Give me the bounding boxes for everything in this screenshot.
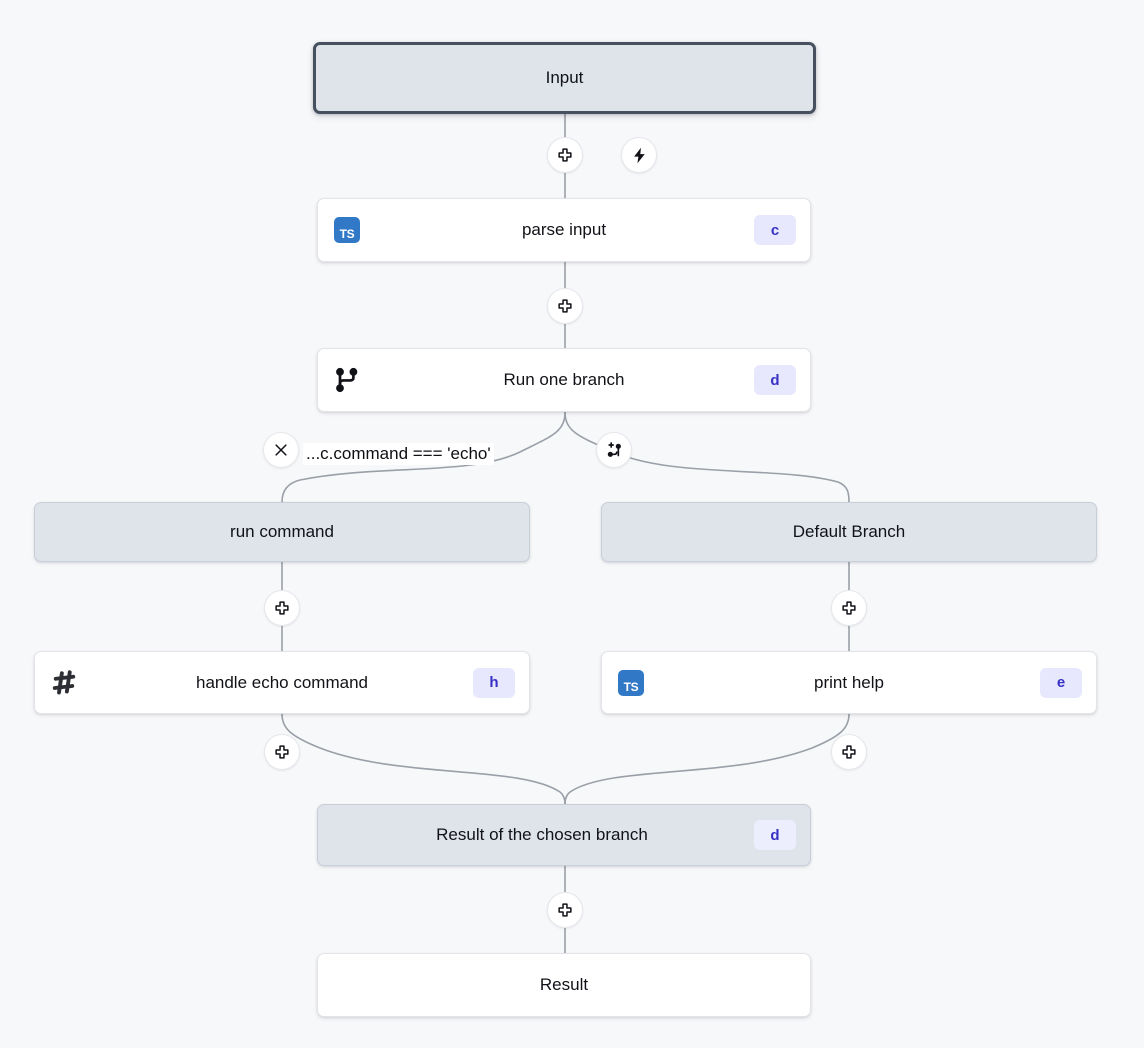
node-run-command-label: run command [230,522,334,541]
plus-icon [275,745,289,759]
typescript-icon: TS [332,215,362,245]
add-step-button-default-branch-to-print-help[interactable] [831,590,867,626]
edge-handle-echo-to-result-branch [281,713,566,805]
plus-icon [558,148,572,162]
add-step-button-handle-echo-to-result[interactable] [264,734,300,770]
node-default-branch-label: Default Branch [792,522,906,541]
edge-print-help-to-result-branch [564,713,850,805]
node-result[interactable]: Result [317,953,811,1017]
typescript-icon: TS [616,668,646,698]
node-parse-input[interactable]: TS parse input c [317,198,811,262]
add-step-button-input-to-parse-input[interactable] [547,137,583,173]
node-default-branch[interactable]: Default Branch [601,502,1097,562]
node-result-of-chosen-branch[interactable]: Result of the chosen branch d [317,804,811,866]
plus-icon [842,601,856,615]
close-icon [275,444,287,456]
node-print-help-label: print help [814,672,884,692]
node-input[interactable]: Input [313,42,816,114]
plus-icon [275,601,289,615]
node-run-one-branch[interactable]: Run one branch d [317,348,811,412]
delete-branch-button[interactable] [263,432,299,468]
plus-icon [842,745,856,759]
node-parse-input-label: parse input [521,220,607,239]
plus-icon [558,299,572,313]
node-print-help-badge: e [1040,667,1082,698]
add-branch-button[interactable] [596,432,632,468]
add-step-button-result-branch-to-result[interactable] [547,892,583,928]
git-branch-plus-icon [607,442,621,457]
add-step-button-parse-input-to-run-one-branch[interactable] [547,288,583,324]
add-step-button-print-help-to-result[interactable] [831,734,867,770]
branch-condition-label[interactable]: ...c.command === 'echo' [303,443,494,465]
node-result-of-chosen-branch-label: Result of the chosen branch [436,825,648,844]
node-input-label: Input [545,68,584,87]
trigger-button[interactable] [621,137,657,173]
node-run-one-branch-badge: d [754,365,796,395]
git-branch-icon [332,365,362,395]
node-handle-echo-command-badge: h [473,667,515,698]
node-parse-input-badge: c [754,215,796,245]
node-run-command[interactable]: run command [34,502,530,562]
bash-hash-icon [49,668,79,698]
node-result-label: Result [539,975,589,994]
node-handle-echo-command[interactable]: handle echo command h [34,651,530,714]
plus-icon [558,903,572,917]
lightning-bolt-icon [633,147,645,163]
node-result-of-chosen-branch-badge: d [754,820,796,850]
node-print-help[interactable]: TS print help e [601,651,1097,714]
add-step-button-run-command-to-handle-echo[interactable] [264,590,300,626]
node-run-one-branch-label: Run one branch [503,370,625,389]
node-handle-echo-command-label: handle echo command [195,672,368,692]
